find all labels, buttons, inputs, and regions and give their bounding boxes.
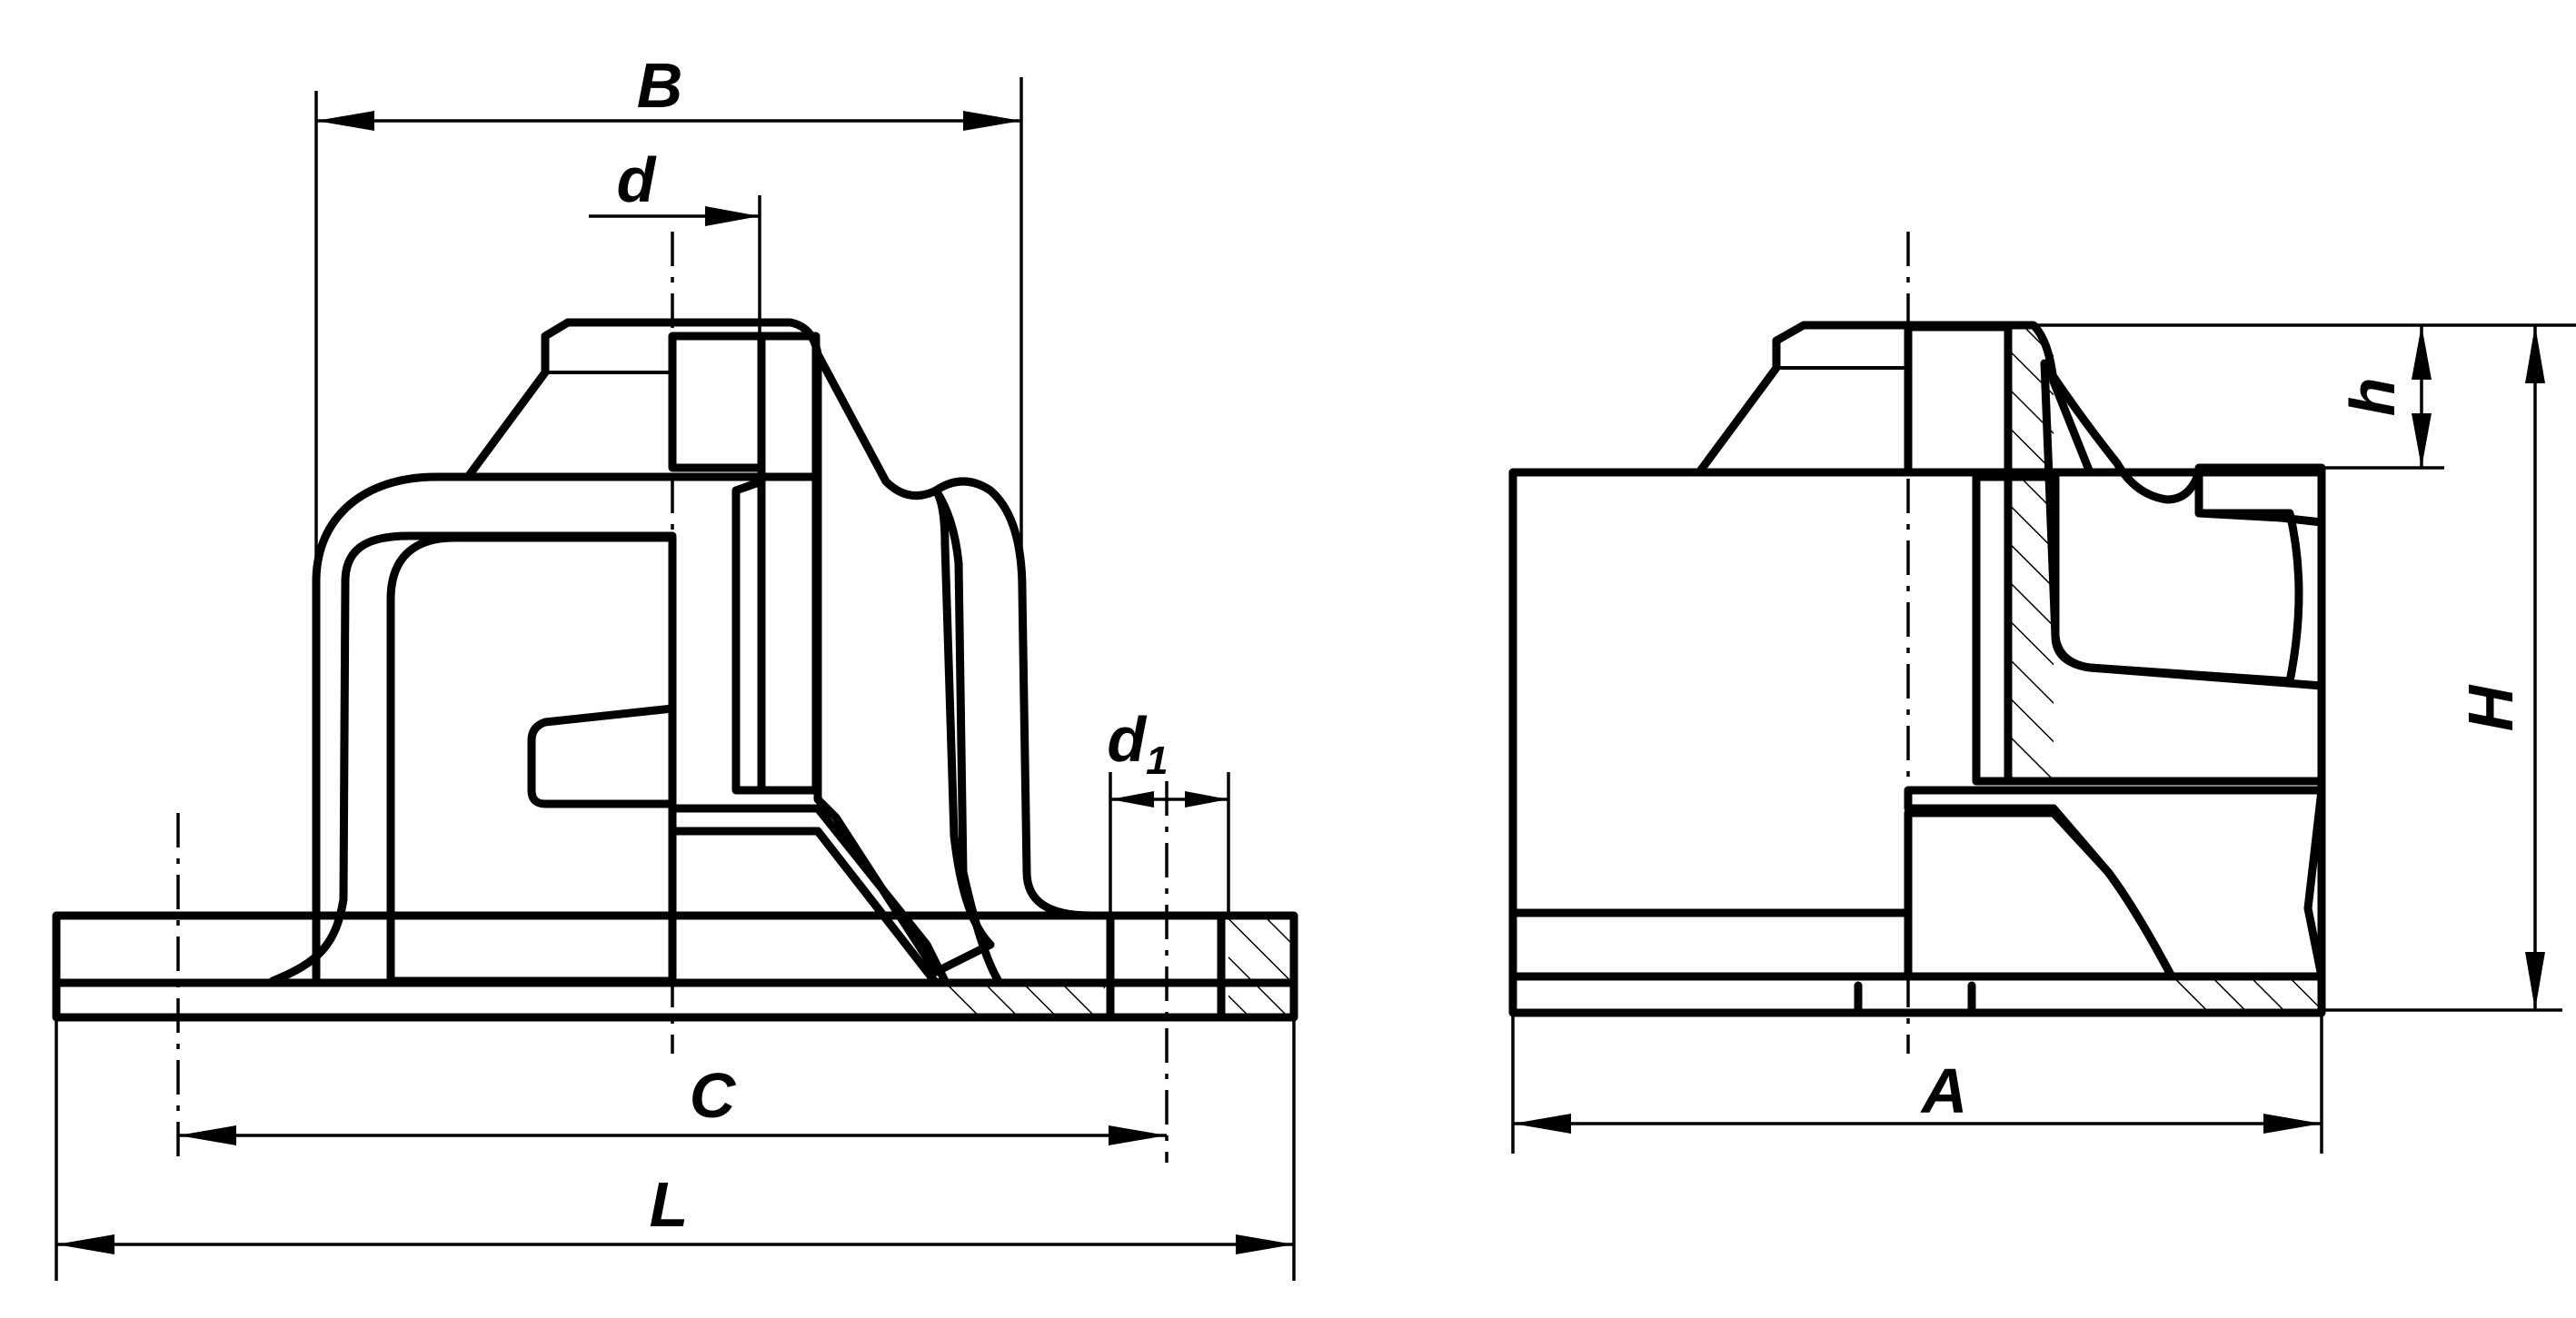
- label-d1: d1: [1107, 704, 1168, 783]
- right-base-hatch: [2172, 978, 2322, 1011]
- dimension-C: C: [178, 1060, 1167, 1145]
- label-C: C: [690, 1060, 737, 1131]
- dimension-B: B: [314, 50, 1023, 568]
- label-d1-main: d: [1107, 704, 1147, 775]
- label-h: h: [2337, 378, 2408, 417]
- right-lower-body: [1904, 808, 2176, 981]
- left-inner-cavity: [386, 533, 677, 986]
- label-L: L: [650, 1169, 689, 1240]
- label-H: H: [2455, 684, 2526, 731]
- dimension-A: A: [1511, 1013, 2323, 1154]
- right-outer-block: [1508, 468, 2326, 1017]
- label-A: A: [1920, 1055, 1968, 1126]
- label-B: B: [637, 50, 683, 121]
- label-d1-subscript: 1: [1146, 738, 1168, 783]
- left-threaded-insert: [668, 332, 766, 472]
- left-insert-lower: [731, 477, 766, 795]
- right-section-view: [1508, 321, 2326, 1017]
- right-threaded-insert: [1904, 322, 2013, 477]
- left-housing-right-wall: [931, 477, 1115, 987]
- dimension-d1: d1: [1107, 704, 1230, 916]
- dimension-d: d: [589, 144, 761, 338]
- right-middle-body: [1972, 472, 2326, 786]
- dimension-h: h: [2031, 323, 2576, 470]
- label-d: d: [617, 144, 657, 215]
- left-base-hatch-right: [941, 985, 1105, 1016]
- dimension-L: L: [55, 1017, 1296, 1281]
- left-stud-boss: [527, 704, 677, 808]
- left-insert-wall: [757, 332, 821, 795]
- left-bracket-inner: [268, 531, 677, 986]
- left-section-view: [52, 318, 1298, 1022]
- dimension-H: H: [2322, 325, 2562, 1012]
- left-bracket-outline: [312, 472, 677, 986]
- left-flange-end-hatch: [1228, 917, 1292, 1016]
- right-upper-rubber: [2040, 359, 2303, 686]
